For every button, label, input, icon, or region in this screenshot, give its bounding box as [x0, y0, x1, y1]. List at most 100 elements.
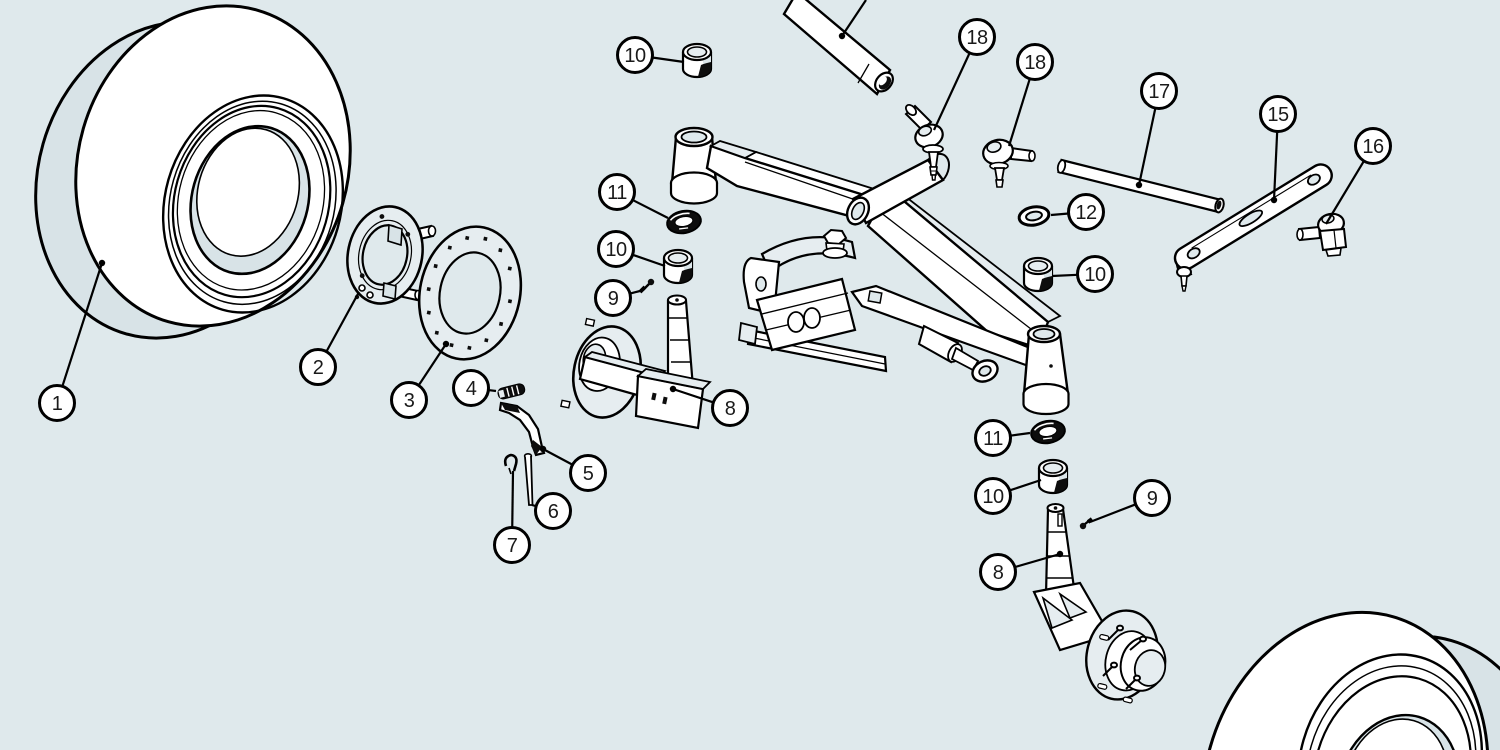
leader-dot — [1056, 550, 1064, 558]
pivot-bolt — [822, 228, 848, 259]
axle-beam-assembly — [669, 126, 1070, 416]
leader-line — [632, 253, 666, 268]
leader-line — [629, 289, 641, 295]
drag-link — [917, 324, 999, 383]
leader-line — [652, 56, 685, 64]
balloon-circle[interactable] — [390, 381, 428, 419]
partial-leader-tie-rod-upper — [841, 0, 867, 37]
balloon-circle[interactable] — [1133, 479, 1171, 517]
leader-line — [1137, 107, 1157, 186]
balloon-circle[interactable] — [616, 36, 654, 74]
balloon-circle[interactable] — [1259, 95, 1297, 133]
callout-18-tie-rod-end-left[interactable]: 18 — [933, 18, 996, 131]
balloon-number: 10 — [624, 45, 646, 67]
tie-rod-upper — [782, 0, 894, 96]
leader-dot — [442, 340, 450, 348]
leader-line — [1050, 212, 1069, 217]
balloon-number: 1 — [52, 393, 63, 415]
balloon-number: 10 — [605, 239, 627, 261]
callout-11-bearing-seal-right[interactable]: 11 — [974, 419, 1031, 457]
tie-rod-end-right — [982, 138, 1036, 188]
bushing-right-mid — [1022, 256, 1054, 293]
washer — [1017, 205, 1051, 227]
balloon-circle[interactable] — [1354, 127, 1392, 165]
callout-9-grease-fitting-left[interactable]: 9 — [594, 279, 641, 317]
balloon-circle[interactable] — [594, 279, 632, 317]
callout-8-spindle-right[interactable]: 8 — [979, 550, 1064, 591]
balloon-number: 9 — [608, 288, 619, 310]
clevis-pin — [523, 452, 534, 506]
balloon-circle[interactable] — [974, 419, 1012, 457]
leader-dot — [1270, 196, 1278, 204]
steering-link — [1173, 163, 1333, 292]
leader-line — [1325, 160, 1365, 225]
callout-1-tire-front-left[interactable]: 1 — [38, 259, 106, 422]
spindle-right — [1032, 503, 1167, 704]
grease-fitting-right — [1079, 517, 1094, 530]
balloon-circle[interactable] — [1076, 255, 1114, 293]
balloon-circle[interactable] — [711, 389, 749, 427]
balloon-circle[interactable] — [958, 18, 996, 56]
callout-12-washer[interactable]: 12 — [1050, 193, 1105, 231]
leader-line — [1051, 273, 1078, 278]
callout-9-grease-fitting-right[interactable]: 9 — [1089, 479, 1171, 524]
balloon-circle[interactable] — [597, 230, 635, 268]
balloon-circle[interactable] — [299, 348, 337, 386]
balloon-number: 18 — [1024, 52, 1046, 74]
spindle-left — [560, 294, 712, 430]
callout-15-steering-link[interactable]: 15 — [1259, 95, 1297, 204]
callout-7-cotter-pin[interactable]: 7 — [493, 470, 531, 564]
leader-dot — [1135, 181, 1143, 189]
callout-10-bushing-right-lower[interactable]: 10 — [974, 477, 1042, 515]
balloon-circle[interactable] — [534, 492, 572, 530]
balloon-number: 11 — [983, 428, 1003, 450]
leader-line — [511, 470, 515, 528]
callout-17-tie-rod-tube[interactable]: 17 — [1135, 72, 1178, 189]
balloon-circle[interactable] — [569, 454, 607, 492]
callout-16-tie-rod-end-16[interactable]: 16 — [1325, 127, 1392, 225]
callout-6-clevis-pin[interactable]: 6 — [531, 492, 572, 530]
balloon-number: 4 — [466, 378, 477, 400]
balloon-circle[interactable] — [598, 173, 636, 211]
callout-4-set-screw[interactable]: 4 — [452, 369, 497, 407]
wheel-hub-plate — [346, 205, 437, 305]
callout-18-tie-rod-end-right[interactable]: 18 — [1007, 43, 1054, 147]
leader-line — [1009, 478, 1042, 492]
leader-line — [61, 262, 104, 387]
callout-10-bushing-right-mid[interactable]: 10 — [1051, 255, 1114, 293]
callout-8-spindle-left[interactable]: 8 — [669, 385, 749, 427]
callout-10-bushing-top[interactable]: 10 — [616, 36, 685, 74]
balloon-circle[interactable] — [1067, 193, 1105, 231]
leader-line — [325, 291, 360, 353]
tire-front-left — [34, 4, 352, 340]
leader-line — [632, 198, 669, 219]
callout-2-wheel-hub-plate[interactable]: 2 — [299, 291, 360, 386]
callout-11-bearing-seal-left[interactable]: 11 — [598, 173, 669, 219]
partial-leaders-layer — [838, 0, 867, 40]
leader-line — [1089, 503, 1137, 524]
callout-10-bushing-left[interactable]: 10 — [597, 230, 666, 268]
balloon-number: 6 — [548, 501, 559, 523]
balloon-circle[interactable] — [493, 526, 531, 564]
tie-rod-end-16 — [1296, 212, 1348, 257]
callout-5-stop-bracket[interactable]: 5 — [539, 445, 607, 492]
callout-3-brake-rotor[interactable]: 3 — [390, 340, 450, 419]
bushing-left — [662, 248, 694, 285]
balloon-circle[interactable] — [452, 369, 490, 407]
balloon-circle[interactable] — [38, 384, 76, 422]
tire-front-right — [1200, 610, 1500, 750]
balloon-circle[interactable] — [1140, 72, 1178, 110]
balloon-circle[interactable] — [1016, 43, 1054, 81]
balloon-number: 17 — [1148, 81, 1170, 103]
leader-line — [1010, 431, 1031, 437]
balloon-number: 12 — [1075, 202, 1097, 224]
leader-line — [542, 448, 574, 466]
balloon-circle[interactable] — [979, 553, 1017, 591]
balloon-circle[interactable] — [974, 477, 1012, 515]
balloon-number: 3 — [404, 390, 415, 412]
balloon-number: 2 — [313, 357, 324, 379]
leader-line — [933, 52, 971, 131]
bushing-top — [681, 42, 713, 79]
balloon-number: 8 — [993, 562, 1004, 584]
leader-dot — [98, 259, 106, 267]
